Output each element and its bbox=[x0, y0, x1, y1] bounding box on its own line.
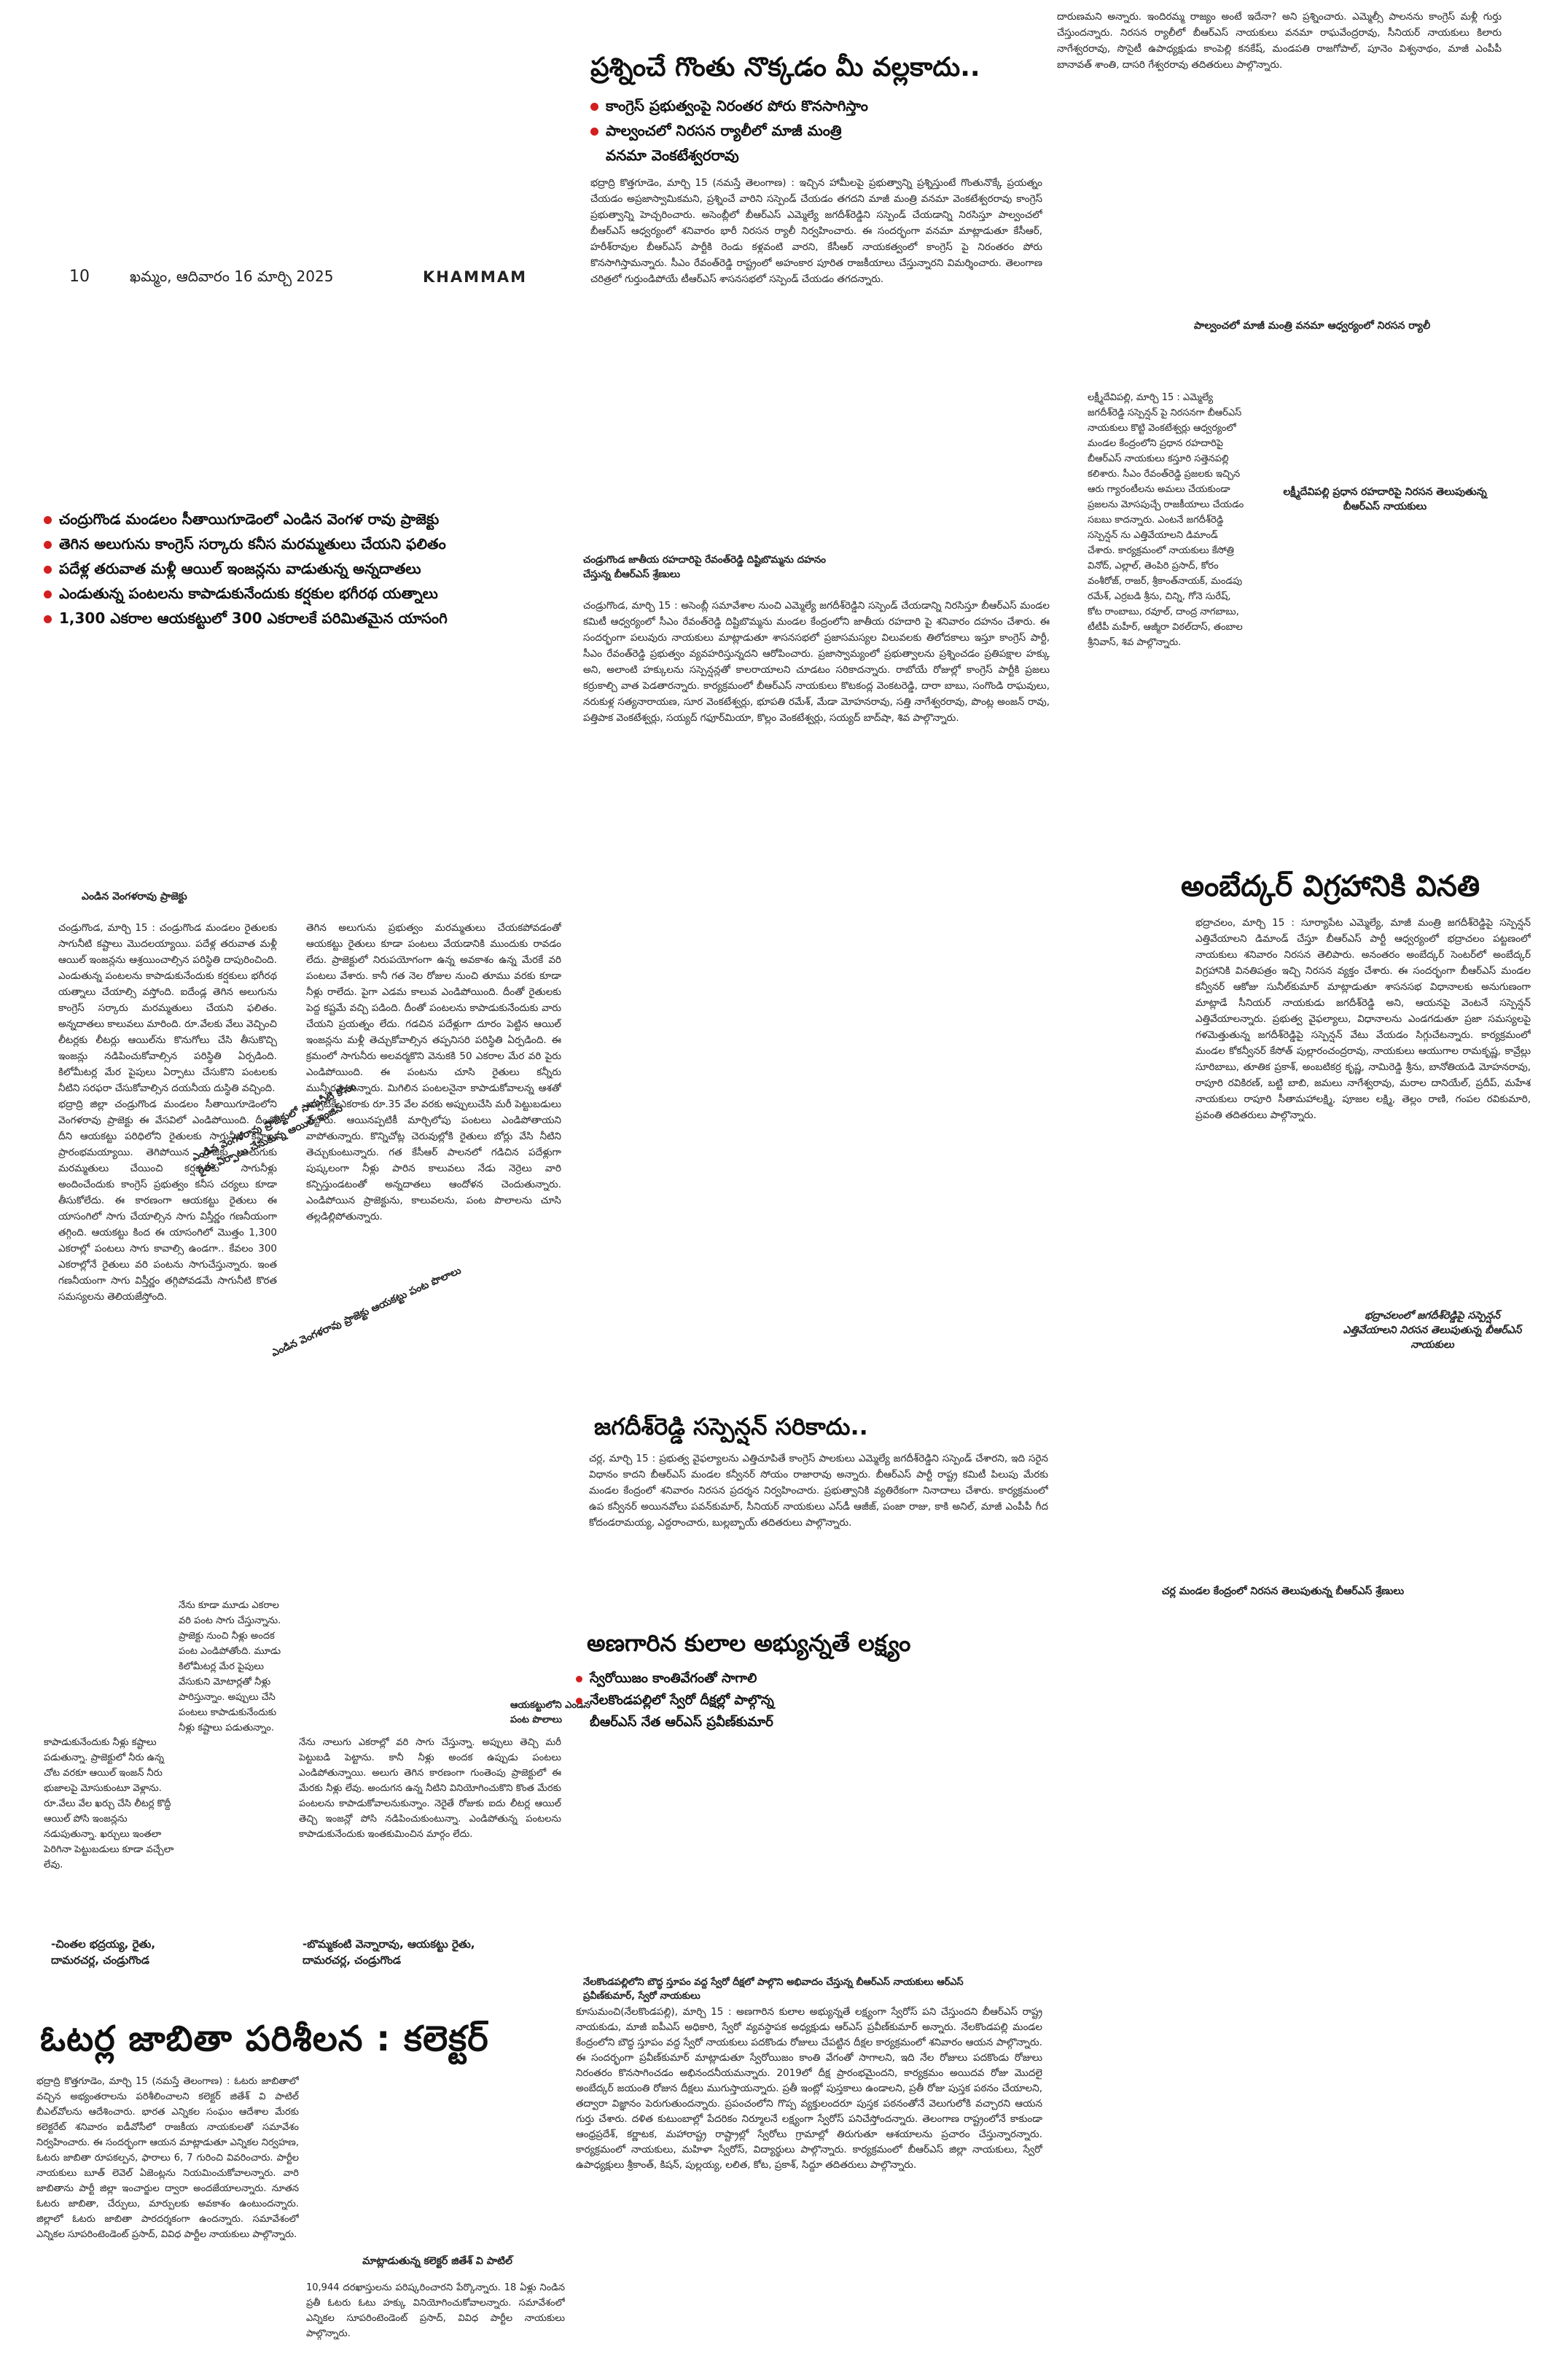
farmer-quote-1b: కాపాడుకునేందుకు నీళ్లు కష్టాలు పడుతున్నా… bbox=[44, 1737, 174, 1870]
story2-bullets: చంద్రుగొండ మండలం సీతాయిగూడెంలో ఎండిన వెం… bbox=[44, 507, 583, 631]
story7-bullet: స్వేరోయిజం కాంతివేగంతో సాగాలి bbox=[576, 1668, 1013, 1690]
story1-photo-caption: పాల్వంచలో మాజీ మంత్రి వనమా ఆధ్వర్యంలో ని… bbox=[1193, 320, 1431, 332]
story5-headline: అంబేద్కర్ విగ్రహానికి వినతి bbox=[1181, 870, 1480, 903]
story4-body: లక్ష్మీదేవిపల్లి, మార్చి 15 : ఎమ్మెల్యే … bbox=[1088, 392, 1244, 648]
farmer-quote-1: నేను కూడా మూడు ఎకరాల వరి పంట సాగు చేస్తు… bbox=[179, 1600, 281, 1733]
story4-photo-caption: లక్ష్మీదేవిపల్లి ప్రధాన రహదారిపై నిరసన త… bbox=[1283, 486, 1487, 512]
story8-body-right: 10,944 దరఖాస్తులను పరిష్కరించారని పేర్కొ… bbox=[306, 2282, 565, 2339]
story1-bullets: కాంగ్రెస్ ప్రభుత్వంపై నిరంతర పోరు కొనసాగ… bbox=[590, 93, 1042, 168]
story3-body: చండ్రుగొండ, మార్చి 15 : అసెంబ్లీ సమావేశా… bbox=[583, 600, 1050, 724]
farmer-signature-1: -చింతల భద్రయ్య, రైతు, దామరచర్ల, చండ్రుగొ… bbox=[51, 1938, 156, 1967]
story2-photo-caption: ఎండిన వెంగళరావు ప్రాజెక్టు bbox=[82, 891, 187, 902]
story6-photo-caption: చర్ల మండల కేంద్రంలో నిరసన తెలుపుతున్న బీ… bbox=[1161, 1585, 1405, 1597]
story2-body-col1: చండ్రుగొండ, మార్చి 15 : చండ్రుగొండ మండలం… bbox=[58, 922, 277, 1303]
story7-body: కూసుమంచి(నేలకొండపల్లి), మార్చి 15 : అణగా… bbox=[576, 2006, 1042, 2171]
story7-bullet: నేలకొండపల్లిలో స్వేరో దీక్షల్లో పాల్గొన్… bbox=[576, 1690, 1013, 1712]
story1-body-continued: దారుణమని అన్నారు. ఇందిరమ్మ రాజ్యం అంటే ఇ… bbox=[1057, 11, 1502, 71]
story5-photo-caption: భద్రాచలంలో జగదీశ్‌రెడ్డిపై సస్పెన్షన్ ఎత… bbox=[1343, 1310, 1522, 1351]
story2-bullet: పదేళ్ల తరువాత మళ్లీ ఆయిల్ ఇంజన్లను వాడుత… bbox=[44, 556, 583, 581]
story2-body-col2: తెగిన అలుగును ప్రభుత్వం మరమ్మతులు చేయకపో… bbox=[306, 922, 561, 1222]
story5-body: భద్రాచలం, మార్చి 15 : సూర్యాపేట ఎమ్మెల్య… bbox=[1195, 917, 1531, 1121]
edition-name: KHAMMAM bbox=[423, 268, 528, 286]
story1-headline: ప్రశ్నించే గొంతు నొక్కడం మీ వల్లకాదు.. bbox=[590, 52, 980, 82]
date-line: ఖమ్మం, ఆదివారం 16 మార్చి 2025 bbox=[130, 268, 334, 285]
story7-photo-caption: నేలకొండపల్లిలోని బౌద్ధ స్తూపం వద్ద స్వేర… bbox=[583, 1977, 964, 2002]
story2-bullet: తెగిన అలుగును కాంగ్రెస్ సర్కారు కనీస మరమ… bbox=[44, 531, 583, 556]
story1-bullet: పాల్వంచలో నిరసన ర్యాలీలో మాజీ మంత్రి bbox=[590, 118, 1042, 143]
story7-bullet: బీఆర్ఎస్ నేత ఆర్ఎస్ ప్రవీణ్‌కుమార్ bbox=[590, 1714, 773, 1730]
story2-bullet: ఎండుతున్న పంటలను కాపాడుకునేందుకు కర్షకుల… bbox=[44, 581, 583, 606]
story7-bullets: స్వేరోయిజం కాంతివేగంతో సాగాలి నేలకొండపల్… bbox=[576, 1668, 1013, 1733]
story2-bullet: 1,300 ఎకరాల ఆయకట్టులో 300 ఎకరాలకే పరిమిత… bbox=[44, 606, 583, 631]
page-number: 10 bbox=[69, 268, 90, 286]
farmer-quote-2: నేను నాలుగు ఎకరాల్లో వరి సాగు చేస్తున్నా… bbox=[299, 1737, 561, 1840]
story8-headline: ఓటర్ల జాబితా పరిశీలన : కలెక్టర్ bbox=[40, 2018, 489, 2059]
story1-body: భద్రాద్రి కొత్తగూడెం, మార్చి 15 (నమస్తే … bbox=[590, 177, 1042, 285]
story7-headline: అణగారిన కులాల అభ్యున్నతే లక్ష్యం bbox=[587, 1629, 911, 1657]
story6-body: చర్ల, మార్చి 15 : ప్రభుత్వ వైఫల్యాలను ఎత… bbox=[589, 1453, 1048, 1529]
story2-photo-caption2: ఆయకట్టులోని ఎండిన పంట పొలాలు bbox=[510, 1700, 590, 1725]
farmer-signature-2: -బొమ్మకంటి వెన్నారావు, ఆయకట్టు రైతు, దామ… bbox=[303, 1938, 475, 1967]
story1-bullet: కాంగ్రెస్ ప్రభుత్వంపై నిరంతర పోరు కొనసాగ… bbox=[590, 93, 1042, 118]
story6-headline: జగదీశ్‌రెడ్డి సస్పెన్షన్ సరికాదు.. bbox=[594, 1413, 868, 1440]
story8-photo-caption: మాట్లాడుతున్న కలెక్టర్ జితేశ్ వి పాటిల్ bbox=[362, 2255, 512, 2267]
story1-bullet: వనమా వెంకటేశ్వరరావు bbox=[606, 147, 739, 164]
story8-body: భద్రాద్రి కొత్తగూడెం, మార్చి 15 (నమస్తే … bbox=[36, 2076, 299, 2240]
story2-bullet: చంద్రుగొండ మండలం సీతాయిగూడెంలో ఎండిన వెం… bbox=[44, 507, 583, 531]
story3-photo-caption: చండ్రుగొండ జాతీయ రహదారిపై రేవంత్‌రెడ్డి … bbox=[583, 554, 827, 580]
